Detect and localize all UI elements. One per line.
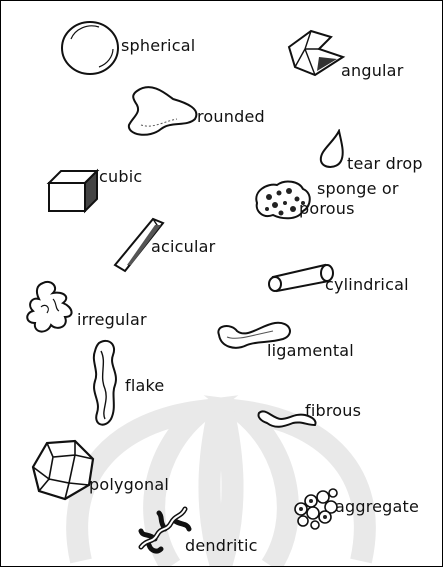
label-cylindrical: cylindrical — [325, 277, 409, 293]
label-flake: flake — [125, 378, 164, 394]
label-fibrous: fibrous — [305, 403, 361, 419]
label-irregular: irregular — [77, 312, 147, 328]
label-cubic: cubic — [99, 169, 142, 185]
label-porous: porous — [299, 201, 355, 217]
label-ligamental: ligamental — [267, 343, 354, 359]
label-aggregate: aggregate — [335, 499, 419, 515]
label-tear-drop: tear drop — [347, 156, 423, 172]
rounded-particle-icon — [121, 81, 203, 141]
cubic-particle-icon — [45, 167, 101, 215]
label-angular: angular — [341, 63, 403, 79]
spherical-particle-icon — [59, 19, 123, 77]
label-sponge-or: sponge or — [317, 181, 399, 197]
label-spherical: spherical — [121, 38, 195, 54]
label-polygonal: polygonal — [89, 477, 169, 493]
tear-drop-particle-icon — [315, 129, 351, 171]
label-acicular: acicular — [151, 239, 215, 255]
aggregate-particle-icon — [289, 485, 341, 531]
label-dendritic: dendritic — [185, 538, 258, 554]
label-rounded: rounded — [197, 109, 265, 125]
polygonal-particle-icon — [27, 437, 97, 503]
irregular-particle-icon — [23, 277, 81, 339]
angular-particle-icon — [285, 27, 349, 79]
flake-particle-icon — [87, 337, 127, 429]
